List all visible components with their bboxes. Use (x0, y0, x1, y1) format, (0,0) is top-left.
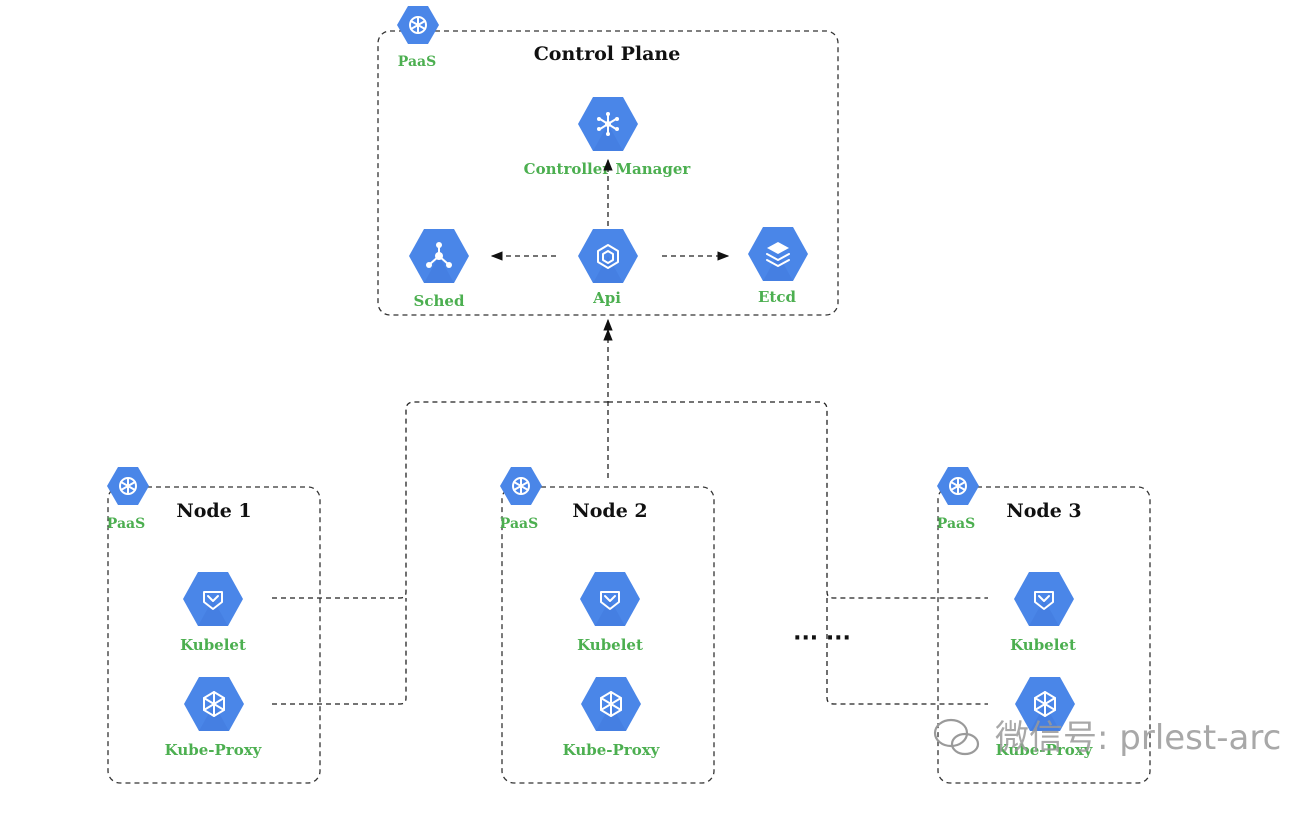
api-label: Api (592, 289, 621, 307)
node-2-paas-icon (499, 466, 543, 506)
node1-proxy-connection-path (272, 598, 407, 705)
node-3-paas-label: PaaS (937, 516, 975, 532)
node-3-kubelet-label: Kubelet (1010, 636, 1076, 654)
control-plane-box (377, 30, 839, 316)
control-plane-paas-label: PaaS (398, 54, 436, 70)
node-2-paas-label: PaaS (500, 516, 538, 532)
node-3-group: Node 3 PaaS Kubelet Kube-Proxy (936, 466, 1151, 784)
node3-proxy-connection-path (826, 598, 988, 705)
node-2-kube-proxy-icon (581, 677, 641, 731)
node1-connection-path (272, 401, 608, 599)
node-3-box (937, 486, 1151, 784)
control-plane-title: Control Plane (534, 43, 681, 65)
control-plane-paas-icon (396, 5, 440, 45)
node-1-title: Node 1 (176, 500, 251, 522)
watermark: 微信号: prlest-arc (933, 718, 1281, 758)
node-1-kubelet-label: Kubelet (180, 636, 246, 654)
node-3-kubelet-icon (1014, 572, 1074, 626)
node-1-kube-proxy-icon (184, 677, 244, 731)
node-1-box (107, 486, 321, 784)
node-1-kube-proxy-label: Kube-Proxy (165, 741, 263, 759)
node-3-kube-proxy-icon (1015, 677, 1075, 731)
etcd-icon (748, 227, 808, 281)
node-3-kube-proxy-label: Kube-Proxy (996, 741, 1094, 759)
node-1-paas-icon (106, 466, 150, 506)
sched-label: Sched (414, 292, 465, 310)
wechat-icon (933, 718, 980, 756)
node-1-kubelet-icon (183, 572, 243, 626)
node-connections (272, 318, 988, 705)
etcd-label: Etcd (758, 288, 796, 306)
node-3-paas-icon (936, 466, 980, 506)
node-2-box (501, 486, 715, 784)
watermark-text: 微信号: prlest-arc (995, 718, 1281, 758)
node-2-title: Node 2 (572, 500, 647, 522)
node-3-title: Node 3 (1006, 500, 1081, 522)
node-2-kube-proxy-label: Kube-Proxy (563, 741, 661, 759)
node-2-group: Node 2 PaaS Kubelet Kube-Proxy (499, 466, 715, 784)
node-2-kubelet-label: Kubelet (577, 636, 643, 654)
control-plane-group: Control Plane PaaS Controller Manager (377, 5, 839, 316)
node-2-kubelet-icon (580, 572, 640, 626)
sched-icon (409, 229, 469, 283)
node-1-paas-label: PaaS (107, 516, 145, 532)
node3-connection-path (608, 401, 988, 599)
controller-manager-icon (578, 97, 638, 151)
node-1-group: Node 1 PaaS Kubelet Kube-Proxy (106, 466, 321, 784)
more-nodes-ellipsis: ··· ··· (793, 626, 851, 651)
api-icon (578, 229, 638, 283)
